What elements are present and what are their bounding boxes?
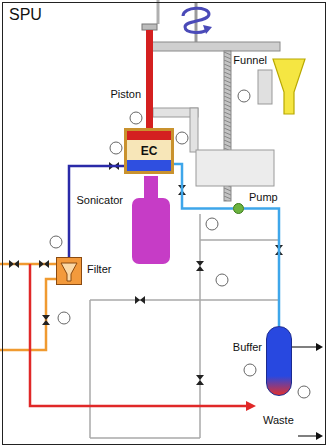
funnel-shape: [272, 58, 306, 116]
valve-symbol: [135, 296, 145, 304]
outlet-line: [298, 435, 316, 437]
valve-symbol: [196, 375, 204, 385]
component-label: Piston: [109, 88, 142, 101]
piston-head: [127, 131, 171, 140]
waste-arrowhead: [246, 401, 256, 411]
funnel-body: [273, 59, 305, 114]
callout-circle: [110, 142, 122, 154]
outlet-arrowhead: [316, 432, 323, 440]
valve-symbol: [9, 260, 19, 268]
tube-line: [90, 437, 200, 439]
spu-frame: SPUFunnelPistonECPumpSonicatorFilterBuff…: [2, 2, 326, 445]
valve-symbol: [39, 260, 49, 268]
waste-tube: [30, 264, 246, 406]
funnel: Funnel: [272, 58, 306, 116]
tube-line: [89, 300, 91, 438]
filter: Filter: [56, 257, 82, 285]
piston-rod: Piston: [146, 30, 153, 128]
gantry-arm: [150, 42, 280, 51]
bracket-post: [190, 108, 198, 152]
sonicator-shape: [128, 176, 174, 266]
outlet-arrowhead: [316, 343, 323, 351]
frame-title: SPU: [8, 5, 43, 24]
sonicator-body: [132, 198, 170, 264]
component-label: Pump: [248, 191, 279, 204]
component-label: Funnel: [232, 54, 268, 67]
callout-circle: [244, 364, 256, 376]
part-label: Waste: [262, 414, 295, 427]
tube-line: [200, 239, 279, 241]
filter-insert: [57, 258, 81, 284]
component-label: Sonicator: [76, 194, 124, 207]
callout-circle: [50, 236, 62, 248]
callout-circle: [206, 218, 218, 230]
callout-circle: [238, 90, 250, 102]
top-shaft: [157, 0, 160, 24]
funnel-holder: [258, 70, 272, 104]
sonicator: Sonicator: [128, 176, 174, 266]
carriage-block: [196, 150, 274, 186]
buffer-tank: Buffer: [266, 326, 292, 396]
callout-circle: [58, 312, 70, 324]
rotation-arrowhead: [203, 25, 212, 34]
outlet-line: [292, 346, 316, 348]
tube-line: [90, 299, 279, 301]
callout-circle: [298, 386, 310, 398]
liquid: [127, 160, 171, 171]
component-label: Buffer: [232, 341, 263, 354]
tube-connector: [244, 209, 279, 327]
inlet-tube: [0, 279, 56, 350]
tube-line: [199, 214, 201, 438]
filter-cone: [61, 263, 77, 281]
chamber-box: EC: [124, 128, 174, 174]
callout-circle: [176, 132, 188, 144]
callout-circle: [216, 274, 228, 286]
callout-circle: [130, 112, 142, 124]
tube-connector: [174, 164, 233, 209]
valve-symbol: [196, 261, 204, 271]
component-label: EC: [140, 145, 159, 158]
valve-symbol: [42, 315, 50, 325]
tube-connector: [69, 166, 124, 257]
component-label: Filter: [86, 263, 112, 276]
pump-symbol: Pump: [233, 203, 244, 214]
